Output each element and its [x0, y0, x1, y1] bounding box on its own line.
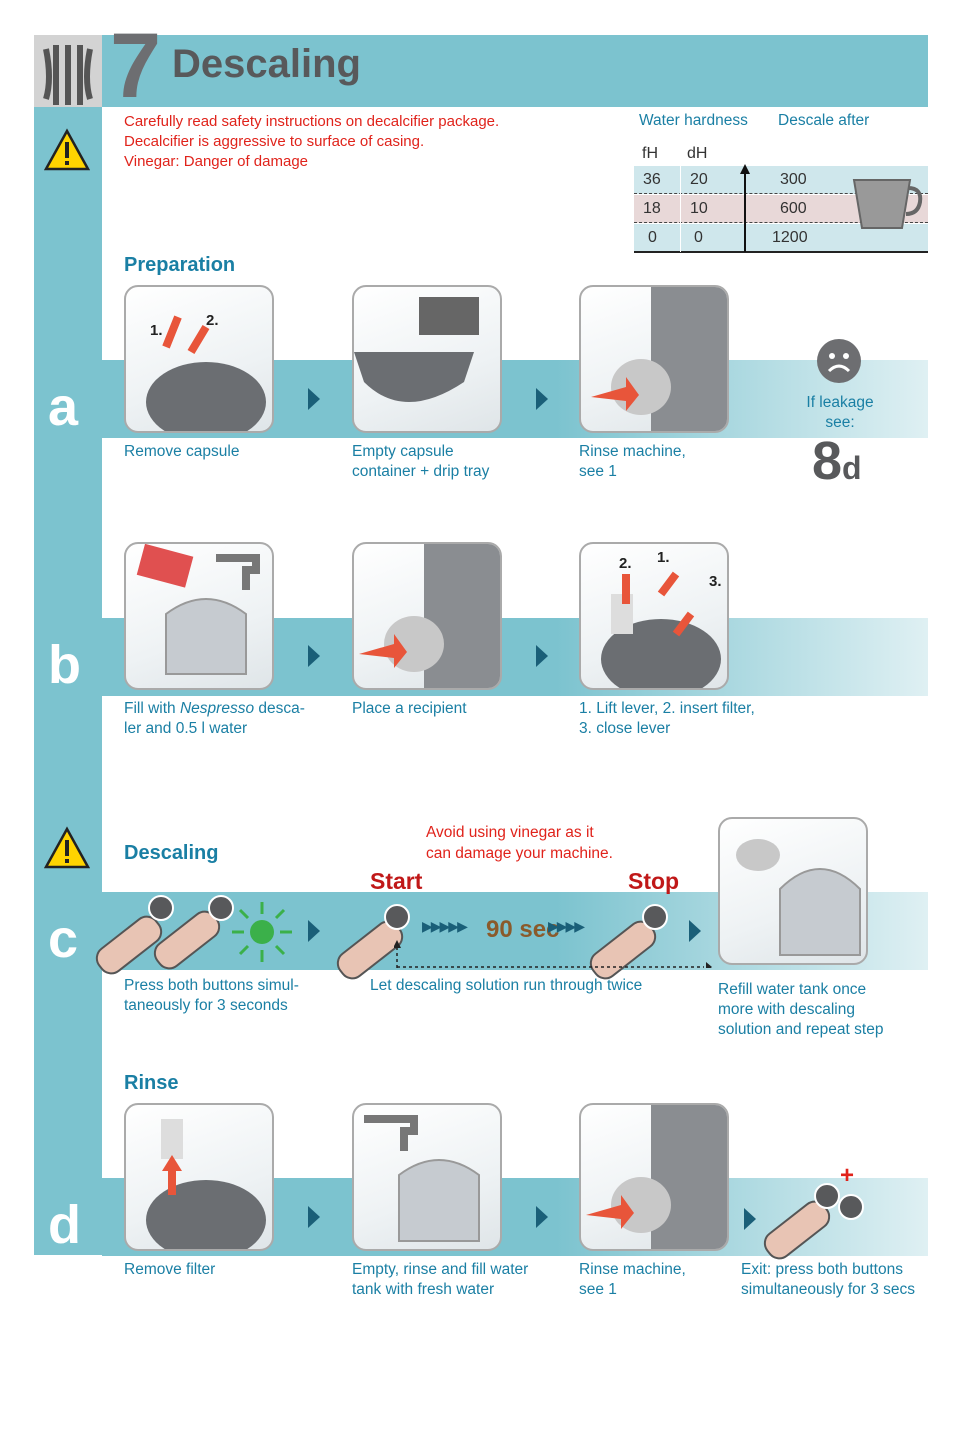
section-descaling: Descaling [124, 842, 219, 864]
step-label: 2. [206, 312, 219, 329]
caption-insert-filter: 1. Lift lever, 2. insert filter, 3. clos… [579, 700, 755, 737]
cup-button-icon [384, 904, 410, 930]
brand-name: Nespresso [179, 700, 255, 717]
step-letter-c: c [48, 909, 79, 969]
rinse-machine-image-2 [579, 1103, 729, 1251]
chapter-number: 7 [110, 15, 162, 117]
cell-fh: 18 [643, 200, 661, 217]
cell-fh: 36 [643, 171, 661, 188]
caption-text: Fill with [124, 700, 180, 717]
caption-run-twice: Let descaling solution run through twice [370, 977, 643, 994]
progress-arrows-icon: ▶▶▶▶▶ [422, 918, 468, 934]
table-row: 0 0 1200 [634, 224, 928, 253]
refill-tank-image [718, 817, 868, 965]
warning-line: Carefully read safety instructions on de… [124, 113, 500, 130]
insert-filter-image: 2. 1. 3. [579, 542, 729, 690]
vinegar-note: Avoid using vinegar as it can damage you… [426, 824, 613, 862]
step-arrow-icon [536, 1206, 548, 1228]
step-arrow-icon [689, 920, 701, 942]
cell-fh: 0 [648, 229, 657, 246]
repeat-loop-icon [393, 940, 714, 972]
stop-label: Stop [628, 868, 680, 894]
cell-cups: 300 [780, 171, 807, 188]
cup-button-icon [642, 904, 668, 930]
section-preparation: Preparation [124, 254, 236, 276]
remove-capsule-image: 1. 2. [124, 285, 274, 433]
caption-empty-rinse: Empty, rinse and fill water tank with fr… [352, 1261, 529, 1298]
leakage-note: If leakage see: [806, 394, 874, 431]
cell-dh: 0 [694, 229, 703, 246]
warning-line: Decalcifier is aggressive to surface of … [124, 133, 425, 150]
step-letter-d: d [48, 1195, 81, 1255]
rinse-machine-image [579, 285, 729, 433]
step-arrow-icon [536, 388, 548, 410]
plus-icon: + [840, 1162, 855, 1189]
cup-button-icon [208, 895, 234, 921]
fill-tank-image [124, 542, 274, 690]
hardness-arrow-icon [738, 164, 752, 259]
step-label: 1. [150, 322, 163, 339]
caption-rinse: Rinse machine, see 1 [579, 443, 686, 480]
step-arrow-icon [744, 1208, 756, 1230]
step-arrow-icon [308, 920, 320, 942]
left-bar [34, 107, 102, 1255]
place-recipient-image [352, 542, 502, 690]
cup-button-icon [838, 1194, 864, 1220]
caption-rinse-2: Rinse machine, see 1 [579, 1261, 686, 1298]
warning-line: Vinegar: Danger of damage [124, 153, 309, 170]
page-title: Descaling [172, 42, 361, 86]
duration-label: 90 sec [486, 916, 560, 943]
drip-tray-image [352, 285, 502, 433]
hardness-header: Water hardness [639, 112, 748, 129]
caption-empty-container: Empty capsule container + drip tray [352, 443, 490, 480]
sad-face-icon [815, 337, 863, 390]
cup-button-icon [148, 895, 174, 921]
safety-warning: Carefully read safety instructions on de… [124, 112, 499, 172]
progress-arrows-icon: ▶▶▶▶ [548, 918, 585, 934]
caption-press-buttons: Press both buttons simul- taneously for … [124, 977, 299, 1014]
warning-icon-2 [43, 826, 91, 875]
descale-header: Descale after [778, 112, 870, 129]
section-rinse: Rinse [124, 1072, 179, 1094]
caption-text: desca- ler and 0.5 l water [124, 700, 305, 737]
reference-8d: 8d [812, 430, 862, 492]
remove-filter-image [124, 1103, 274, 1251]
cup-button-icon [814, 1183, 840, 1209]
cup-icon [852, 176, 924, 237]
unit-fh: fH [642, 145, 658, 162]
caption-remove-filter: Remove filter [124, 1261, 216, 1278]
cell-cups: 600 [780, 200, 807, 217]
step-arrow-icon [308, 645, 320, 667]
step-label: 1. [657, 549, 670, 566]
cell-dh: 10 [690, 200, 708, 217]
caption-remove-capsule: Remove capsule [124, 443, 240, 460]
caption-fill-tank: Fill with Nespresso desca- ler and 0.5 l… [124, 699, 305, 739]
step-label: 2. [619, 555, 632, 572]
caption-exit: Exit: press both buttons simultaneously … [741, 1261, 916, 1298]
cell-cups: 1200 [772, 229, 808, 246]
scale-logo-icon [34, 35, 102, 107]
step-arrow-icon [536, 645, 548, 667]
blinking-light-icon [230, 900, 294, 969]
caption-place-recipient: Place a recipient [352, 700, 467, 717]
caption-refill: Refill water tank once more with descali… [718, 981, 884, 1038]
table-divider [680, 166, 682, 252]
start-label: Start [370, 868, 423, 894]
reference-letter: d [842, 450, 862, 486]
unit-dh: dH [687, 145, 708, 162]
step-label: 3. [709, 573, 722, 590]
reference-number: 8 [812, 431, 843, 491]
header-bar [34, 35, 928, 107]
step-letter-b: b [48, 635, 81, 695]
empty-tank-image [352, 1103, 502, 1251]
step-arrow-icon [308, 388, 320, 410]
step-arrow-icon [308, 1206, 320, 1228]
cell-dh: 20 [690, 171, 708, 188]
warning-icon [43, 128, 91, 177]
step-letter-a: a [48, 377, 79, 437]
